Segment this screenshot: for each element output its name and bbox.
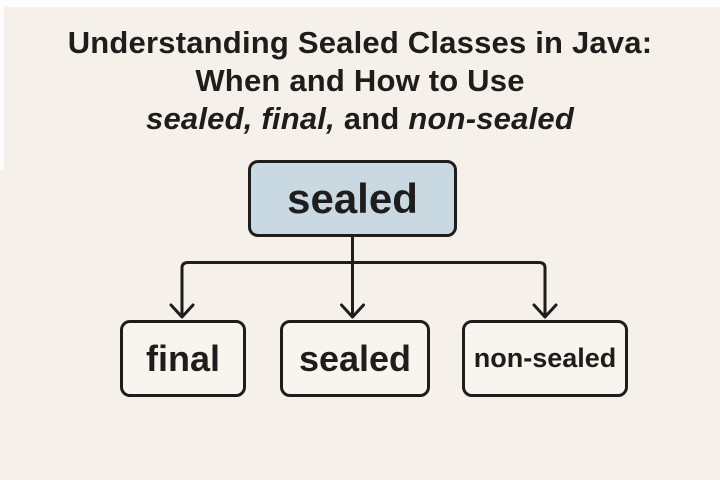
root-node-label: sealed bbox=[287, 174, 418, 222]
title-keyword-sealed: sealed, bbox=[146, 101, 253, 136]
left-white-edge bbox=[0, 0, 4, 170]
top-white-edge bbox=[0, 0, 720, 7]
child-node-sealed-label: sealed bbox=[298, 337, 412, 379]
arrow-to-non-sealed-icon bbox=[532, 303, 558, 319]
title-conjunction: and bbox=[343, 101, 400, 136]
title-keyword-final: final, bbox=[261, 101, 335, 136]
child-node-final-label: final bbox=[145, 337, 220, 379]
child-node-final: final bbox=[120, 320, 246, 397]
child-node-sealed: sealed bbox=[280, 320, 430, 397]
child-node-non-sealed: non-sealed bbox=[462, 320, 628, 397]
page-title: Understanding Sealed Classes in Java: Wh… bbox=[0, 24, 720, 138]
title-line-1: Understanding Sealed Classes in Java: bbox=[67, 25, 653, 60]
horizontal-rail-line bbox=[180, 261, 547, 318]
root-node-sealed: sealed bbox=[248, 160, 457, 237]
child-node-non-sealed-label: non-sealed bbox=[473, 343, 617, 373]
title-line-2: When and How to Use bbox=[195, 63, 525, 98]
title-keyword-non-sealed: non-sealed bbox=[408, 101, 574, 136]
title-line-3: sealed, final, and non-sealed bbox=[0, 100, 720, 138]
arrow-to-final-icon bbox=[169, 303, 195, 319]
arrow-to-sealed-icon bbox=[340, 303, 365, 319]
